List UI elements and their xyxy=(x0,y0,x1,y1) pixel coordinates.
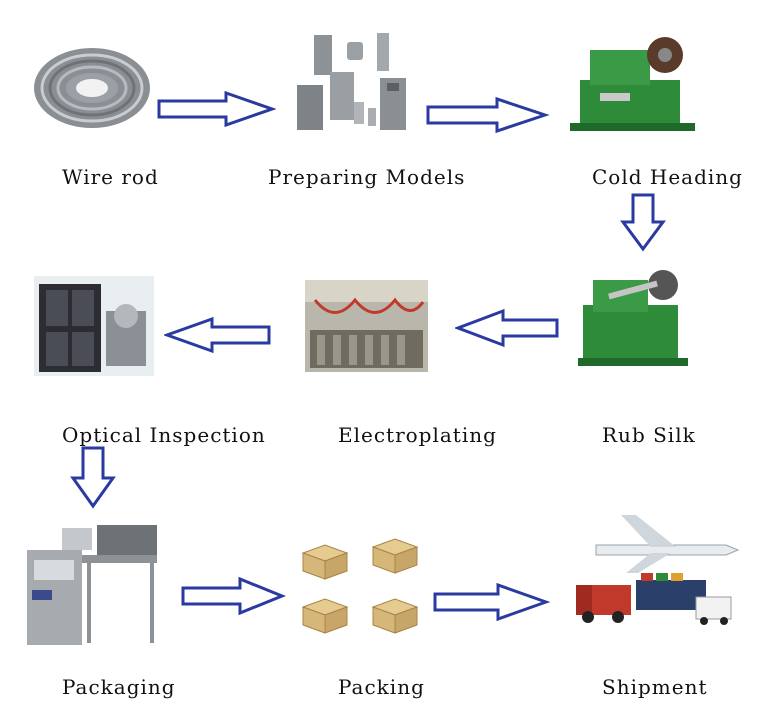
arrow-right-4 xyxy=(432,582,550,622)
step-label-shipment: Shipment xyxy=(602,675,708,699)
step-label-packaging: Packaging xyxy=(62,675,176,699)
cardboard-boxes-icon xyxy=(295,535,430,649)
step-label-preparing-models: Preparing Models xyxy=(268,165,466,189)
step-label-cold-heading: Cold Heading xyxy=(592,165,743,189)
shipment-plane-truck-ship-icon xyxy=(566,505,741,644)
thread-rolling-machine-icon xyxy=(578,265,696,374)
cold-heading-machine-icon xyxy=(570,25,700,139)
wire-rod-coil-icon xyxy=(30,38,155,137)
step-label-electroplating: Electroplating xyxy=(338,423,497,447)
arrow-down-1 xyxy=(620,192,666,252)
step-label-packing: Packing xyxy=(338,675,425,699)
die-molds-icon xyxy=(292,30,412,139)
arrow-right-1 xyxy=(156,90,276,128)
arrow-right-2 xyxy=(425,96,550,134)
arrow-down-2 xyxy=(70,445,116,509)
packaging-machine-icon xyxy=(22,520,162,652)
step-label-wire-rod: Wire rod xyxy=(62,165,159,189)
optical-inspection-machine-icon xyxy=(34,276,154,380)
electroplating-line-icon xyxy=(305,280,428,376)
arrow-left-2 xyxy=(164,316,272,354)
step-label-optical-inspection: Optical Inspection xyxy=(62,423,266,447)
step-label-rub-silk: Rub Silk xyxy=(602,423,696,447)
arrow-left-1 xyxy=(455,308,560,348)
arrow-right-3 xyxy=(180,576,286,616)
